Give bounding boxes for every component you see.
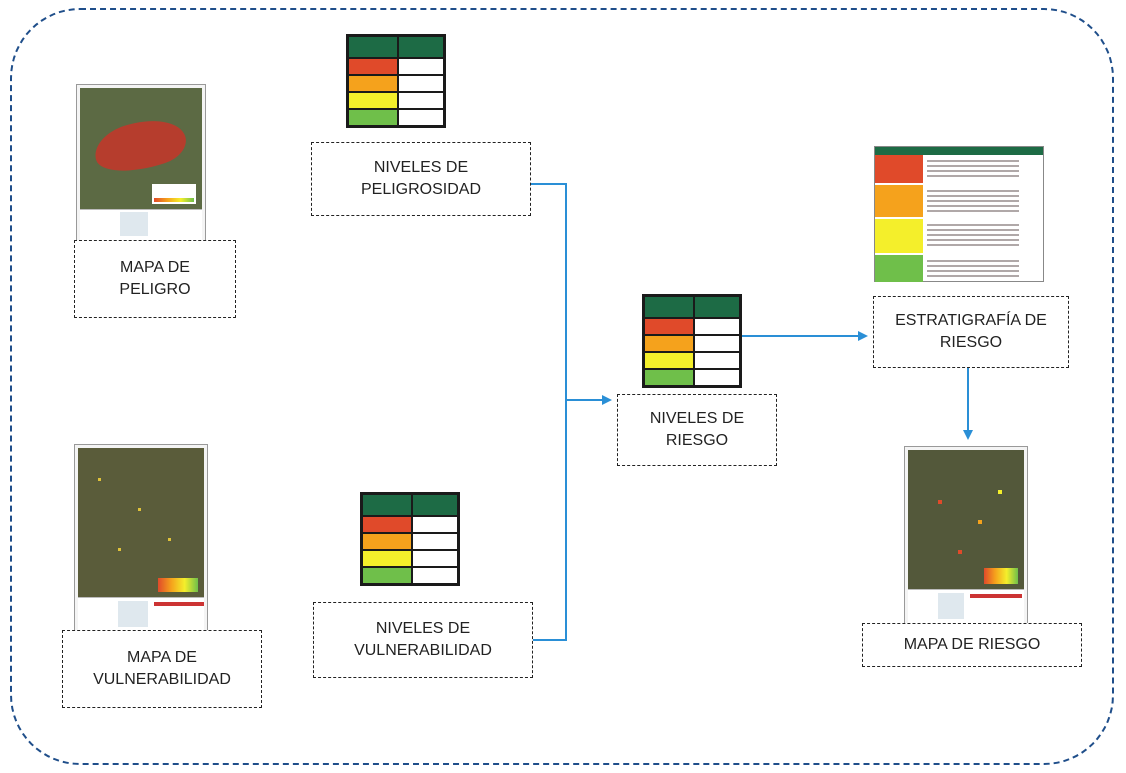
hazard-levels-table (346, 34, 446, 128)
vulnerability-levels-table (360, 492, 460, 586)
connector-vulnerability-to-risk (533, 400, 567, 641)
vulnerability-map-thumbnail (74, 444, 208, 634)
connector-hazard-to-risk (531, 183, 567, 400)
risk-map-thumbnail (904, 446, 1028, 628)
risk-levels-table (642, 294, 742, 388)
process-boundary (10, 8, 1114, 765)
mapa-riesgo-label: MAPA DE RIESGO (862, 623, 1082, 667)
risk-stratification-table-thumbnail (874, 146, 1044, 282)
